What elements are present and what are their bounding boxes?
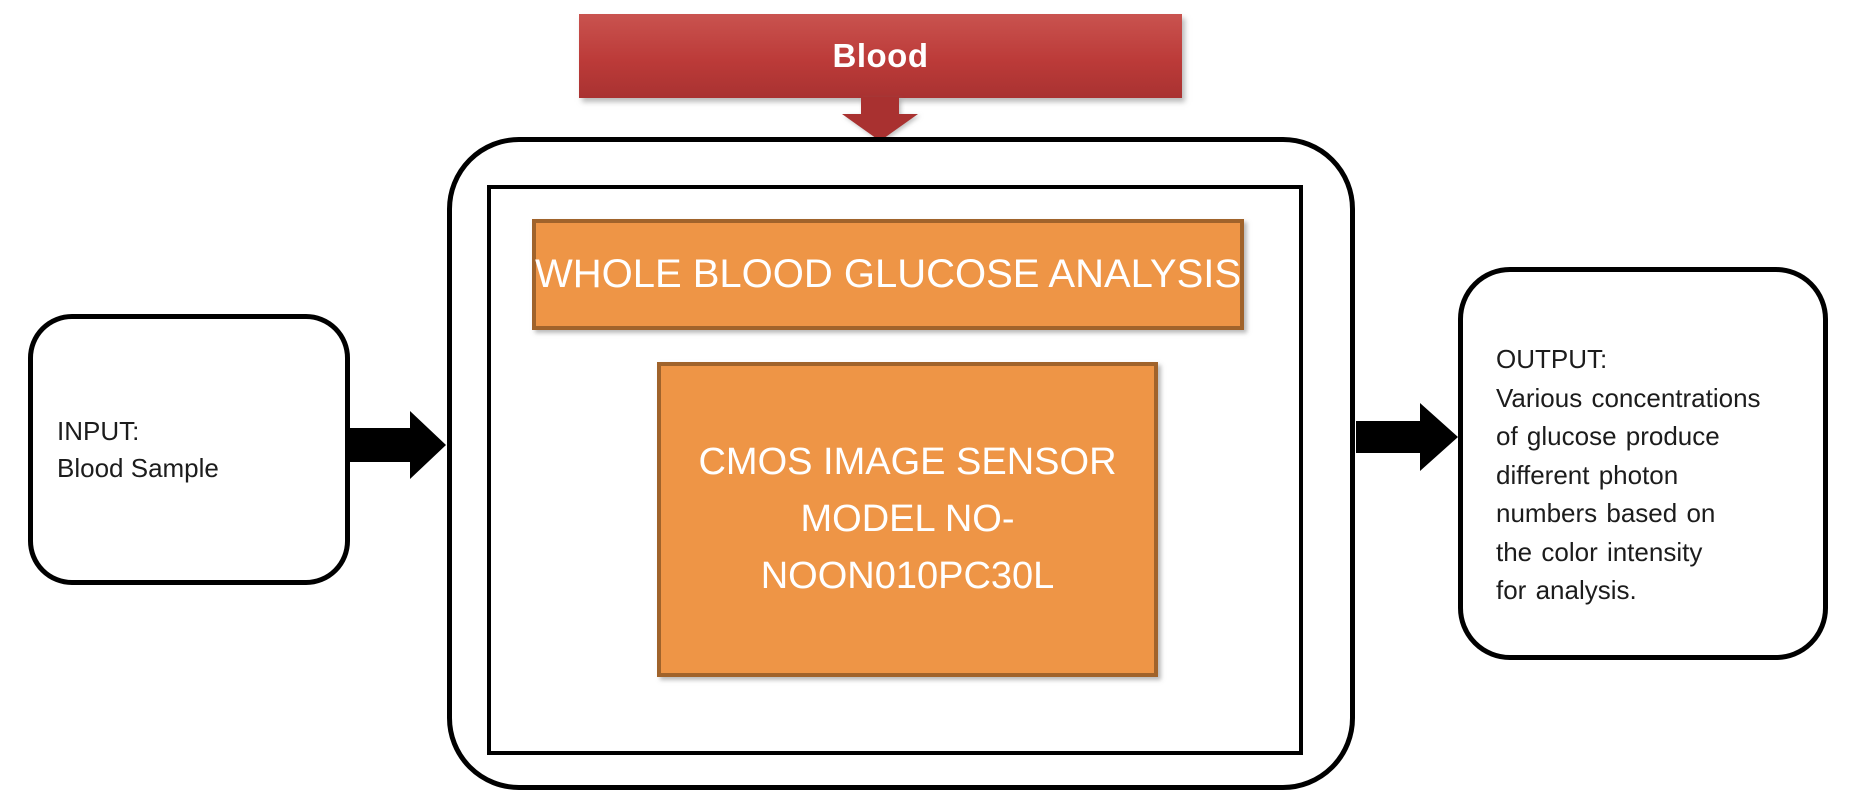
input-box-text: Blood Sample — [57, 452, 219, 483]
output-box-text: different photon — [1496, 459, 1679, 490]
sensor-box: CMOS IMAGE SENSOR MODEL NO- NOON010PC30L — [657, 362, 1158, 677]
output-box-text: of glucose produce — [1496, 421, 1720, 451]
output-box: OUTPUT: Various concentrations of glucos… — [1458, 267, 1828, 660]
blood-banner: Blood — [579, 14, 1182, 98]
output-box-text: Various concentrations — [1496, 382, 1761, 413]
blood-banner-label: Blood — [832, 37, 929, 74]
device-to-output-arrow-icon — [1356, 403, 1458, 471]
input-box: INPUT: Blood Sample — [28, 314, 350, 585]
sensor-label-line: CMOS IMAGE SENSOR — [698, 441, 1117, 483]
output-box-text: for analysis. — [1496, 575, 1637, 605]
sensor-label-line: NOON010PC30L — [760, 555, 1055, 597]
output-box-text: numbers based on — [1496, 498, 1716, 528]
input-box-label: INPUT: — [57, 415, 140, 446]
output-box-text: the color intensity — [1496, 536, 1703, 567]
sensor-label-line: MODEL NO- — [800, 498, 1015, 540]
analysis-header-label: WHOLE BLOOD GLUCOSE ANALYSIS — [534, 252, 1242, 296]
output-box-label: OUTPUT: — [1496, 344, 1608, 374]
analysis-header-box: WHOLE BLOOD GLUCOSE ANALYSIS — [532, 219, 1244, 330]
input-to-device-arrow-icon — [349, 411, 446, 479]
blood-down-arrow-icon — [842, 97, 918, 141]
